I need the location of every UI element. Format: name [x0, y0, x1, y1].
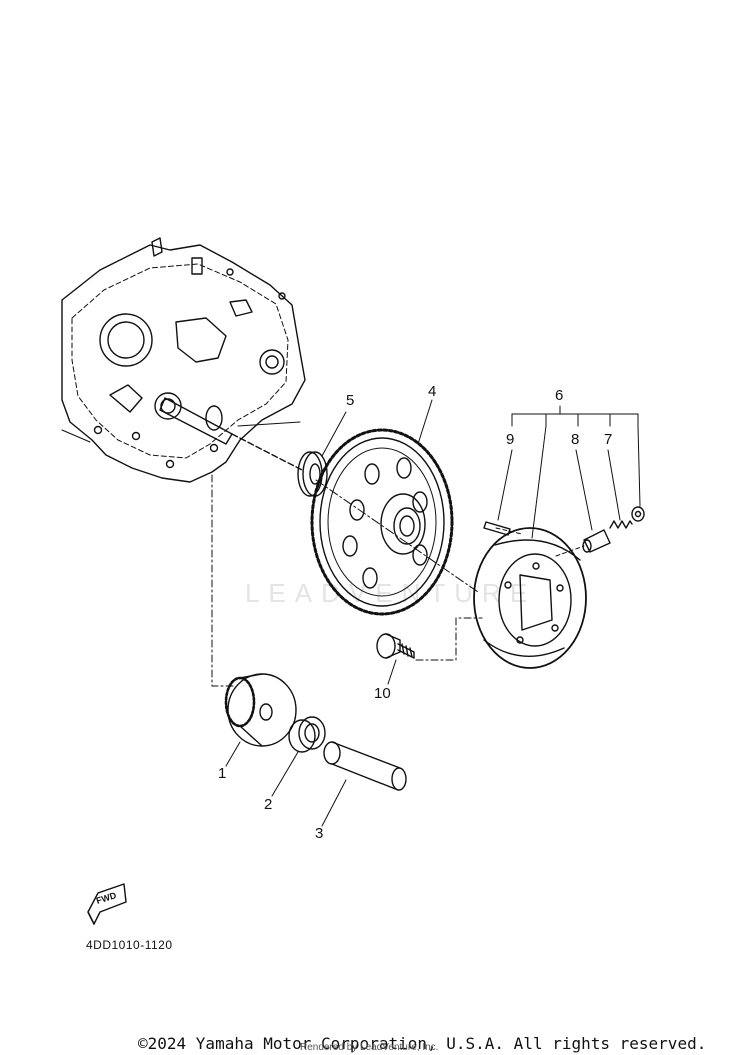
callout-1: 1	[218, 765, 227, 782]
callout-5: 5	[346, 392, 355, 409]
callout-2: 2	[264, 796, 273, 813]
crankcase-illustration	[61, 237, 306, 483]
callout-6: 6	[555, 387, 564, 404]
diagram-code: 4DD1010-1120	[86, 938, 173, 952]
fwd-arrow-icon	[87, 883, 127, 925]
callout-4: 4	[428, 383, 437, 400]
callout-9: 9	[506, 431, 515, 448]
callout-7: 7	[604, 431, 613, 448]
assembly-lines	[211, 474, 585, 687]
rendered-by-notice: Rendered by LeadVenture, Inc.	[300, 1042, 439, 1053]
starter-clutch-part-6	[473, 527, 587, 669]
copyright-notice: ©2024 Yamaha Motor Corporation, U.S.A. A…	[138, 1034, 707, 1053]
pin-part-9	[483, 521, 511, 536]
leader-lines	[225, 399, 641, 827]
wheel-gear-part-4	[310, 428, 454, 616]
bush-part-2	[288, 716, 326, 753]
shaft-part-3	[323, 741, 407, 791]
watermark: LEADVENTURE	[245, 578, 537, 608]
callout-3: 3	[315, 825, 324, 842]
plunger-part-8	[582, 529, 611, 553]
callout-10: 10	[374, 685, 391, 702]
bolt-part-10	[376, 633, 415, 659]
spring-part-7	[609, 506, 645, 529]
callout-8: 8	[571, 431, 580, 448]
idle-gear-part-1	[224, 673, 297, 747]
